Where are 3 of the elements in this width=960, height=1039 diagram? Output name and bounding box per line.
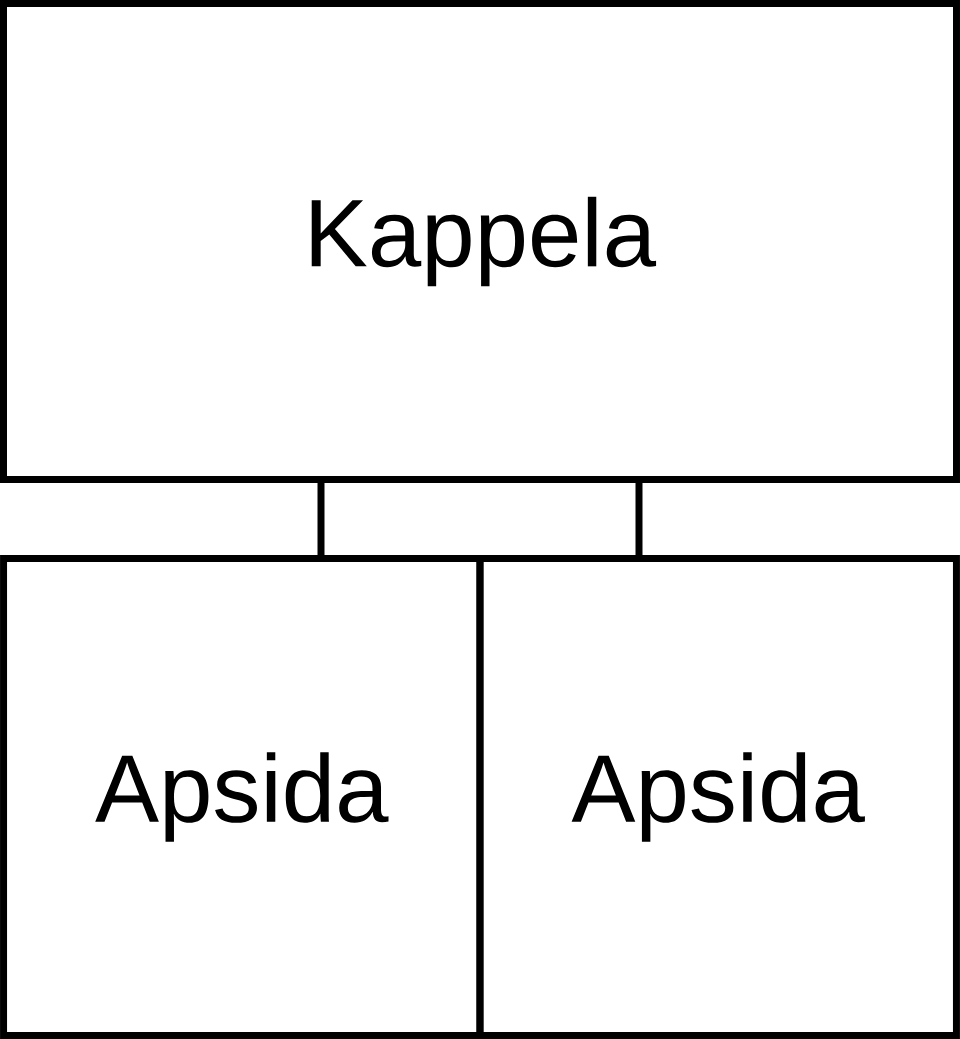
room-box: Kappela (0, 0, 960, 483)
room-box: Apsida (476, 555, 960, 1039)
room-box: Apsida (0, 555, 484, 1039)
